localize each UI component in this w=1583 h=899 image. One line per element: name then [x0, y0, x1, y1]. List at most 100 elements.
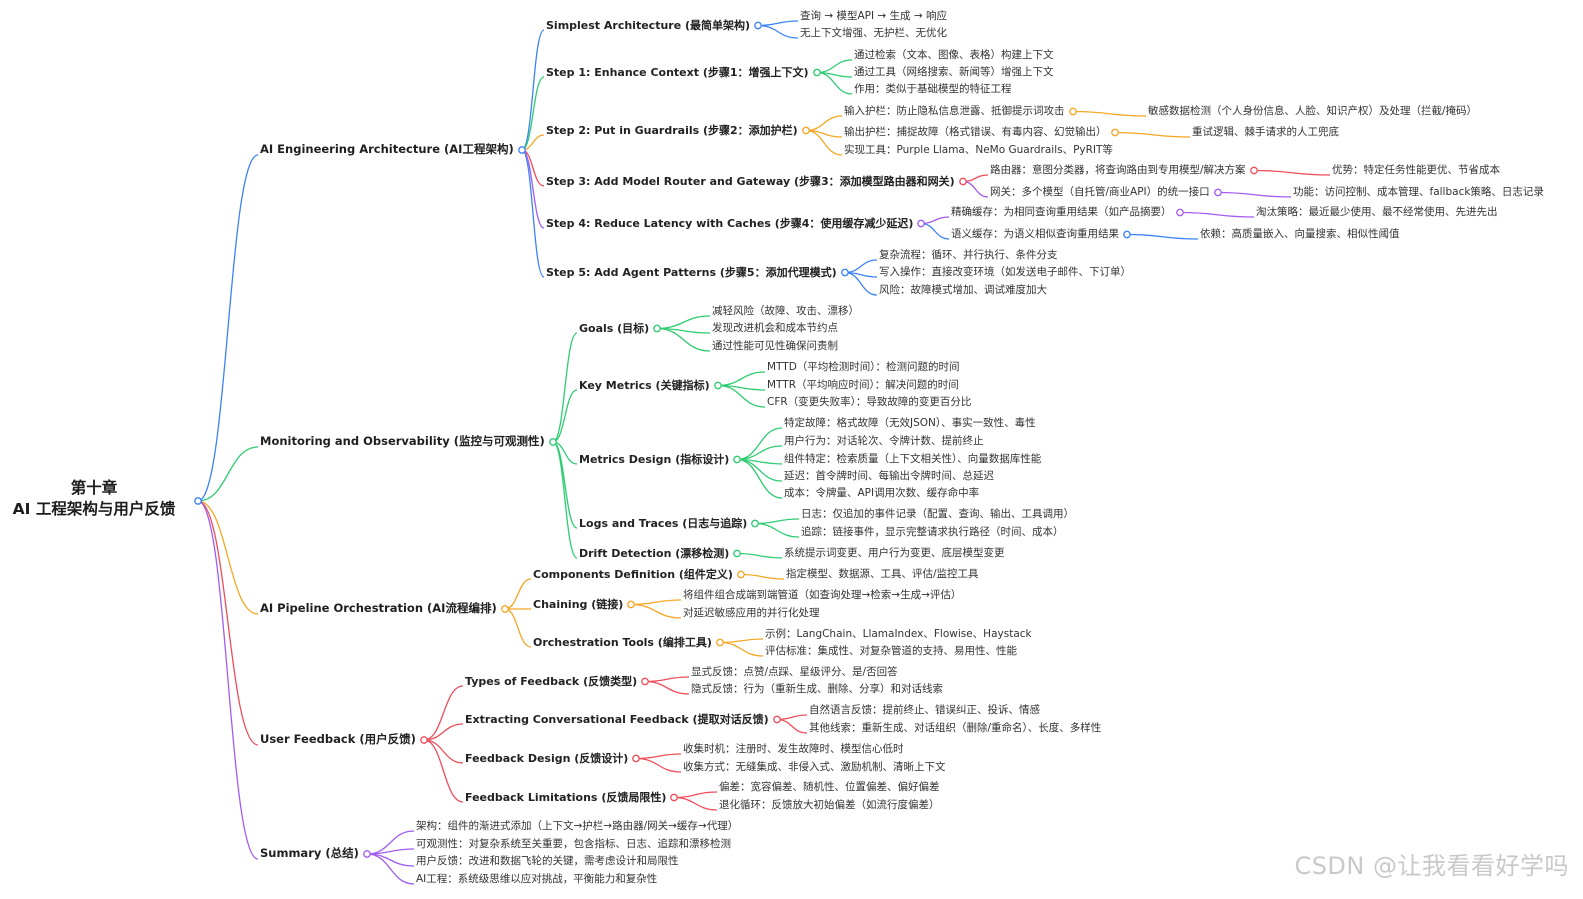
topic-caches[interactable]: Step 4: Reduce Latency with Caches (步骤4：…	[546, 217, 914, 230]
leaf-risks[interactable]: 风险：故障模式增加、调试难度加大	[879, 284, 1047, 296]
leaf-traces[interactable]: 追踪：链接事件，显示完整请求执行路径（时间、成本）	[801, 526, 1064, 538]
csdn-watermark: CSDN @让我看看好学吗	[1294, 852, 1569, 880]
edge-m2c1	[717, 371, 766, 387]
leaf-tool-context[interactable]: 通过工具（网络搜索、新闻等）增强上下文	[854, 66, 1054, 78]
edge-f2	[423, 723, 464, 741]
leaf-degenerate-loop[interactable]: 退化循环：反馈放大初始偏差（如流行度偏差）	[719, 799, 940, 811]
node-dot-a3c1	[1069, 107, 1077, 116]
edge-sum	[197, 500, 259, 860]
topic-orchestration-tools[interactable]: Orchestration Tools (编排工具)	[533, 636, 712, 649]
topic-goals[interactable]: Goals (目标)	[579, 322, 650, 335]
leaf-query-flow[interactable]: 查询 → 模型API → 生成 → 响应	[800, 10, 948, 22]
topic-guardrails[interactable]: Step 2: Put in Guardrails (步骤2：添加护栏)	[546, 124, 798, 137]
leaf-accountability[interactable]: 通过性能可见性确保问责制	[712, 340, 838, 352]
leaf-drift-types[interactable]: 系统提示词变更、用户行为变更、底层模型变更	[784, 547, 1005, 559]
leaf-retrieval-context[interactable]: 通过检索（文本、图像、表格）构建上下文	[854, 49, 1054, 61]
leaf-gateway[interactable]: 网关：多个模型（自托管/商业API）的统一接口	[990, 186, 1210, 198]
leaf-specify-components[interactable]: 指定模型、数据源、工具、评估/监控工具	[786, 568, 979, 580]
edge-m1	[552, 332, 578, 443]
leaf-end-to-end-pipeline[interactable]: 将组件组合成端到端管道（如查询处理→检索→生成→评估）	[683, 589, 962, 601]
node-dot-a5c1	[1176, 208, 1184, 217]
leaf-summary-architecture[interactable]: 架构：组件的渐进式添加（上下文→护栏→路由器/网关→缓存→代理）	[416, 820, 739, 832]
edge-p2c1	[630, 599, 682, 606]
leaf-component-specific[interactable]: 组件特定：检索质量（上下文相关性）、向量数据库性能	[784, 453, 1042, 465]
node-dot-m4	[751, 519, 759, 528]
topic-logs-traces[interactable]: Logs and Traces (日志与追踪)	[579, 517, 748, 530]
leaf-write-actions[interactable]: 写入操作：直接改变环境（如发送电子邮件、下订单）	[879, 266, 1131, 278]
topic-key-metrics[interactable]: Key Metrics (关键指标)	[579, 379, 710, 392]
leaf-natural-language-feedback[interactable]: 自然语言反馈：提前终止、错误纠正、投诉、情感	[809, 704, 1040, 716]
leaf-feature-engineering[interactable]: 作用：类似于基础模型的特征工程	[854, 83, 1012, 95]
leaf-parallelization[interactable]: 对延迟敏感应用的并行化处理	[683, 607, 820, 619]
leaf-summary-observability[interactable]: 可观测性：对复杂系统至关重要，包含指标、日志、追踪和漂移检测	[416, 838, 731, 850]
root-title-line1: 第十章	[70, 479, 118, 497]
leaf-semantic-dependencies[interactable]: 依赖：高质量嵌入、向量搜索、相似性阈值	[1200, 228, 1400, 240]
leaf-eviction-policy[interactable]: 淘汰策略：最近最少使用、最不经常使用、先进先出	[1256, 206, 1498, 218]
node-dot-f2	[773, 715, 781, 724]
edge-m4c1	[754, 518, 800, 525]
leaf-specific-failures[interactable]: 特定故障：格式故障（无效JSON）、事实一致性、毒性	[784, 417, 1036, 429]
edge-f1	[423, 685, 464, 741]
leaf-summary-ai-engineering[interactable]: AI工程：系统级思维以应对挑战，平衡能力和复杂性	[416, 873, 658, 885]
leaf-input-guardrails[interactable]: 输入护栏：防止隐私信息泄露、抵御提示词攻击	[844, 105, 1065, 117]
node-dot-f1	[641, 677, 649, 686]
leaf-cfr[interactable]: CFR（变更失败率）：导致故障的变更百分比	[767, 396, 972, 408]
edge-m2	[552, 389, 578, 443]
leaf-exact-cache[interactable]: 精确缓存：为相同查询重用结果（如产品摘要）	[951, 206, 1172, 218]
leaf-router-advantages[interactable]: 优势：特定任务性能更优、节省成本	[1332, 164, 1500, 176]
topic-metrics-design[interactable]: Metrics Design (指标设计)	[579, 453, 730, 466]
leaf-collection-method[interactable]: 收集方式：无缝集成、非侵入式、激励机制、清晰上下文	[683, 761, 946, 773]
leaf-collection-timing[interactable]: 收集时机：注册时、发生故障时、模型信心低时	[683, 743, 904, 755]
topic-simplest-architecture[interactable]: Simplest Architecture (最简单架构)	[546, 19, 751, 32]
edge-s2	[366, 848, 415, 855]
topic-extracting-conversational-feedback[interactable]: Extracting Conversational Feedback (提取对话…	[465, 713, 769, 726]
edge-a3c1	[805, 115, 843, 132]
topic-chaining[interactable]: Chaining (链接)	[533, 598, 624, 611]
edge-p3	[504, 608, 532, 648]
node-dot-p1	[737, 570, 745, 579]
leaf-summary-user-feedback[interactable]: 用户反馈：改进和数据飞轮的关键，需考虑设计和局限性	[416, 855, 679, 867]
leaf-logs[interactable]: 日志：仅追加的事件记录（配置、查询、输出、工具调用）	[801, 508, 1074, 520]
leaf-output-guardrails[interactable]: 输出护栏：捕捉故障（格式错误、有毒内容、幻觉输出）	[844, 126, 1107, 138]
topic-types-of-feedback[interactable]: Types of Feedback (反馈类型)	[465, 675, 638, 688]
branch-monitoring-observability[interactable]: Monitoring and Observability (监控与可观测性)	[260, 434, 545, 448]
topic-enhance-context[interactable]: Step 1: Enhance Context (步骤1：增强上下文)	[546, 66, 809, 79]
topic-feedback-design[interactable]: Feedback Design (反馈设计)	[465, 752, 629, 765]
branch-user-feedback[interactable]: User Feedback (用户反馈)	[260, 732, 416, 746]
topic-model-router-gateway[interactable]: Step 3: Add Model Router and Gateway (步骤…	[546, 175, 955, 188]
leaf-cost[interactable]: 成本：令牌量、API调用次数、缓存命中率	[784, 487, 980, 499]
leaf-complex-flows[interactable]: 复杂流程：循环、并行执行、条件分支	[879, 249, 1058, 261]
node-dot-a2	[813, 68, 821, 77]
leaf-find-opportunities[interactable]: 发现改进机会和成本节约点	[712, 322, 838, 334]
leaf-mttr[interactable]: MTTR（平均响应时间）：解决问题的时间	[767, 379, 959, 391]
leaf-other-signals[interactable]: 其他线索：重新生成、对话组织（删除/重命名）、长度、多样性	[809, 722, 1102, 734]
branch-ai-pipeline-orchestration[interactable]: AI Pipeline Orchestration (AI流程编排)	[260, 601, 497, 615]
leaf-router[interactable]: 路由器：意图分类器，将查询路由到专用模型/解决方案	[990, 164, 1246, 176]
leaf-mitigate-risks[interactable]: 减轻风险（故障、攻击、漂移）	[712, 305, 859, 317]
root-topic[interactable]: 第十章 AI 工程架构与用户反馈	[4, 478, 184, 520]
edge-a4c1x	[1253, 169, 1331, 176]
leaf-mttd[interactable]: MTTD（平均检测时间）：检测问题的时间	[767, 361, 960, 373]
leaf-tool-examples[interactable]: 示例：LangChain、LlamaIndex、Flowise、Haystack	[765, 628, 1032, 640]
topic-components-definition[interactable]: Components Definition (组件定义)	[533, 568, 733, 581]
leaf-sensitive-data-detection[interactable]: 敏感数据检测（个人身份信息、人脸、知识产权）及处理（拦截/掩码）	[1148, 105, 1478, 117]
leaf-evaluation-criteria[interactable]: 评估标准：集成性、对复杂管道的支持、易用性、性能	[765, 645, 1017, 657]
topic-agent-patterns[interactable]: Step 5: Add Agent Patterns (步骤5：添加代理模式)	[546, 266, 837, 279]
branch-ai-engineering-architecture[interactable]: AI Engineering Architecture (AI工程架构)	[260, 142, 514, 156]
leaf-latency[interactable]: 延迟：首令牌时间、每输出令牌时间、总延迟	[784, 470, 994, 482]
topic-feedback-limitations[interactable]: Feedback Limitations (反馈局限性)	[465, 791, 667, 804]
branch-summary[interactable]: Summary (总结)	[260, 846, 359, 860]
leaf-semantic-cache[interactable]: 语义缓存：为语义相似查询重用结果	[951, 228, 1119, 240]
leaf-guardrail-tools[interactable]: 实现工具：Purple Llama、NeMo Guardrails、PyRIT等	[844, 144, 1113, 156]
topic-drift-detection[interactable]: Drift Detection (漂移检测)	[579, 547, 730, 560]
edge-m1c3	[656, 327, 711, 352]
leaf-retry-logic[interactable]: 重试逻辑、棘手请求的人工兜底	[1192, 126, 1339, 138]
leaf-gateway-functions[interactable]: 功能：访问控制、成本管理、fallback策略、日志记录	[1293, 186, 1544, 198]
leaf-biases[interactable]: 偏差：宽容偏差、随机性、位置偏差、偏好偏差	[719, 781, 940, 793]
leaf-explicit-feedback[interactable]: 显式反馈：点赞/点踩、星级评分、是/否回答	[691, 666, 898, 678]
leaf-implicit-feedback[interactable]: 隐式反馈：行为（重新生成、删除、分享）和对话线索	[691, 683, 943, 695]
leaf-no-enhancement[interactable]: 无上下文增强、无护栏、无优化	[800, 27, 947, 39]
leaf-user-behavior[interactable]: 用户行为：对话轮次、令牌计数、提前终止	[784, 435, 984, 447]
edge-m5	[552, 441, 578, 559]
edge-fb	[197, 500, 259, 746]
